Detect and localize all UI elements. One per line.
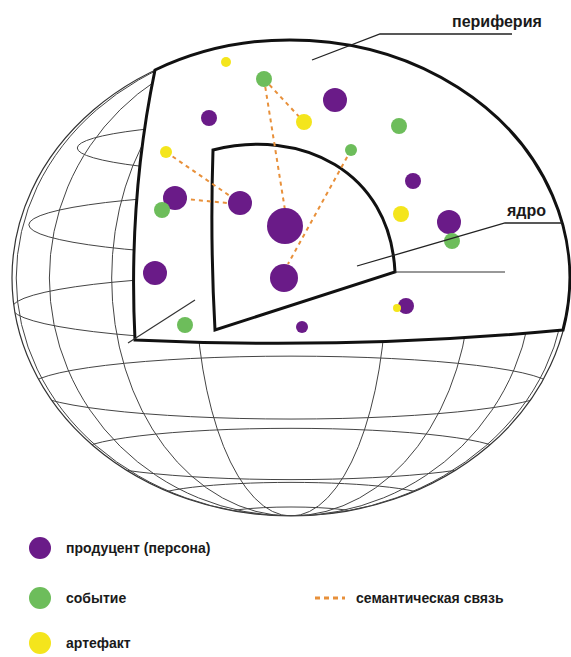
legend-line-sample bbox=[315, 595, 345, 601]
legend-text: событие bbox=[64, 590, 128, 607]
dot bbox=[160, 146, 172, 158]
legend-text: семантическая связь bbox=[354, 590, 506, 607]
legend-swatch bbox=[29, 537, 51, 559]
sphere-outline bbox=[12, 40, 570, 516]
legend-text: продуцент (персона) bbox=[64, 540, 213, 557]
dot bbox=[323, 88, 347, 112]
leader-line bbox=[357, 223, 562, 266]
dot bbox=[143, 261, 167, 285]
periphery-cut bbox=[134, 40, 570, 343]
dot bbox=[405, 173, 421, 189]
parallel bbox=[152, 482, 431, 515]
parallel bbox=[29, 356, 553, 419]
core-cut bbox=[212, 144, 395, 330]
semantic-links bbox=[166, 79, 351, 264]
dot bbox=[256, 71, 272, 87]
dot bbox=[267, 208, 303, 244]
dot bbox=[393, 206, 409, 222]
legend-swatch bbox=[29, 587, 51, 609]
axis-line bbox=[128, 300, 195, 343]
dot bbox=[221, 57, 231, 67]
dot bbox=[177, 317, 193, 333]
leader-line bbox=[312, 34, 512, 60]
sphere-grid bbox=[12, 40, 570, 524]
dots bbox=[143, 57, 461, 333]
dot bbox=[393, 304, 401, 312]
legend-text: артефакт bbox=[64, 635, 133, 652]
legend-swatch bbox=[29, 632, 51, 654]
parallel bbox=[77, 428, 504, 479]
dot bbox=[154, 202, 170, 218]
dot bbox=[296, 321, 308, 333]
parallel bbox=[219, 507, 363, 524]
region-label: периферия bbox=[450, 12, 544, 31]
dot bbox=[201, 110, 217, 126]
dot bbox=[391, 118, 407, 134]
dot bbox=[444, 233, 460, 249]
dot bbox=[437, 210, 461, 234]
axis-line bbox=[395, 271, 505, 272]
dot bbox=[270, 264, 298, 292]
dashed-line bbox=[315, 597, 345, 600]
dot bbox=[296, 114, 312, 130]
dot bbox=[345, 144, 357, 156]
dot bbox=[228, 191, 252, 215]
region-label: ядро bbox=[505, 201, 548, 220]
